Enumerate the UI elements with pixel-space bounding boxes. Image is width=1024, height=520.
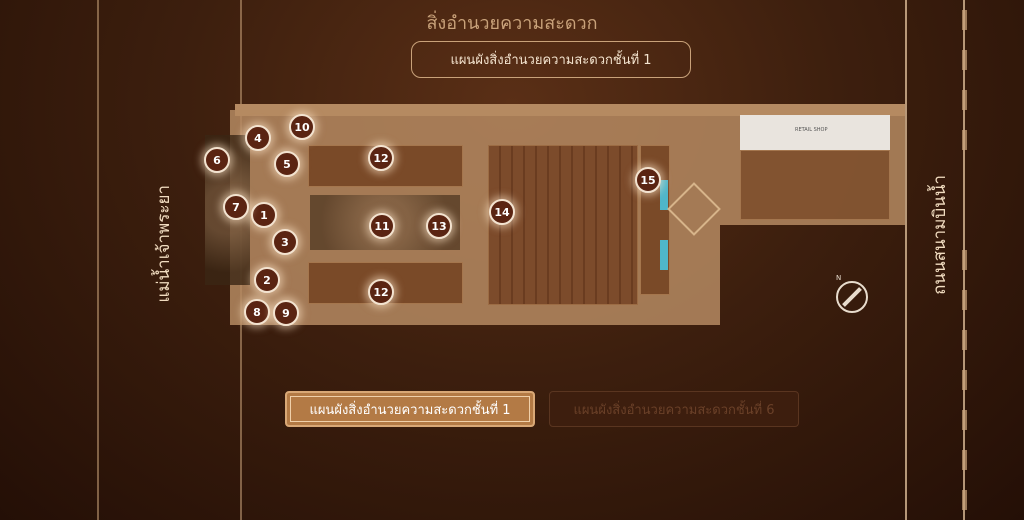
river-bank-line (97, 0, 99, 520)
marker-5[interactable]: 5 (274, 151, 300, 177)
road-dash (962, 410, 967, 430)
road-dash (962, 10, 967, 30)
marker-13[interactable]: 13 (426, 213, 452, 239)
road-dash (962, 370, 967, 390)
road-dash (962, 490, 967, 510)
marker-9[interactable]: 9 (273, 300, 299, 326)
marker-12[interactable]: 12 (368, 145, 394, 171)
road-dash (962, 450, 967, 470)
retail-label: RETAIL SHOP (795, 127, 828, 133)
marker-14[interactable]: 14 (489, 199, 515, 225)
pool (660, 180, 668, 210)
marker-10[interactable]: 10 (289, 114, 315, 140)
retail-shop: RETAIL SHOP (740, 115, 890, 150)
road-dash (962, 290, 967, 310)
pool (660, 240, 668, 270)
marker-4[interactable]: 4 (245, 125, 271, 151)
marker-11[interactable]: 11 (369, 213, 395, 239)
marker-6[interactable]: 6 (204, 147, 230, 173)
marker-8[interactable]: 8 (244, 299, 270, 325)
floor-1-button[interactable]: แผนผังสิ่งอำนวยความสะดวกชั้นที่ 1 (285, 391, 535, 427)
compass-icon (836, 281, 868, 313)
current-floor-label: แผนผังสิ่งอำนวยความสะดวกชั้นที่ 1 (411, 41, 691, 78)
marker-15[interactable]: 15 (635, 167, 661, 193)
road-dash (962, 330, 967, 350)
main-hall (488, 145, 638, 305)
marker-12[interactable]: 12 (368, 279, 394, 305)
road-dash (962, 50, 967, 70)
floor-6-button[interactable]: แผนผังสิ่งอำนวยความสะดวกชั้นที่ 6 (549, 391, 799, 427)
road-dash (962, 250, 967, 270)
road-dash (962, 130, 967, 150)
marker-7[interactable]: 7 (223, 194, 249, 220)
shop-units (740, 150, 890, 220)
compass-north-label: N (836, 274, 842, 282)
marker-3[interactable]: 3 (272, 229, 298, 255)
marker-1[interactable]: 1 (251, 202, 277, 228)
page-title: สิ่งอำนวยความสะดวก (426, 13, 598, 34)
road-dash (962, 90, 967, 110)
marker-2[interactable]: 2 (254, 267, 280, 293)
